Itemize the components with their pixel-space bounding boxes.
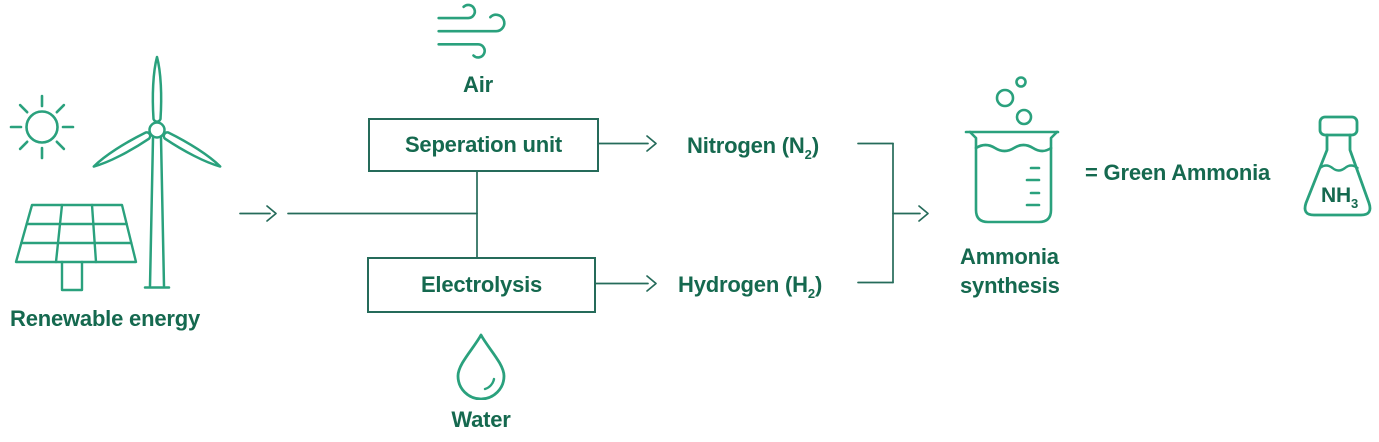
arrow-right-icon-hydrogen	[591, 275, 657, 292]
arrow-right-icon-renewable	[239, 205, 277, 222]
renewable-energy-label: Renewable energy	[10, 306, 200, 331]
turbine-blade	[162, 131, 222, 168]
water-drop-icon	[456, 333, 506, 400]
water-label: Water	[451, 407, 511, 432]
merge-bracket	[857, 142, 894, 284]
separation-unit-box: Seperation unit	[368, 118, 599, 172]
electrolysis-box: Electrolysis	[367, 257, 596, 313]
electrolysis-label: Electrolysis	[420, 272, 543, 297]
liquid-wave	[974, 143, 1053, 153]
flask-lip	[1318, 115, 1359, 137]
measure-ticks	[1025, 166, 1041, 207]
flask-icon	[1303, 115, 1372, 217]
ammonia-synthesis-line2: synthesis	[960, 273, 1060, 298]
hydrogen-close-paren: )	[815, 272, 823, 297]
flask-formula-text: NH	[1321, 184, 1351, 207]
bubbles	[995, 76, 1033, 126]
wind-turbine-icon	[92, 55, 222, 289]
air-label: Air	[463, 72, 493, 97]
green-ammonia-label: = Green Ammonia	[1085, 160, 1271, 185]
flask-outline	[1303, 133, 1372, 217]
nitrogen-close-paren: )	[811, 133, 819, 158]
hydrogen-subscript: 2	[807, 286, 816, 301]
flask-formula-label: NH3	[1321, 183, 1358, 211]
hydrogen-label: Hydrogen (H2)	[678, 272, 822, 301]
nitrogen-label: Nitrogen (N2)	[687, 133, 819, 162]
ammonia-synthesis-line1: Ammonia	[960, 244, 1059, 269]
turbine-blade	[92, 131, 152, 168]
arrow-right-icon-nitrogen	[594, 135, 657, 152]
beaker-icon	[964, 76, 1060, 224]
wind-icon	[437, 3, 506, 59]
sun-icon	[9, 94, 75, 160]
separation-unit-label: Seperation unit	[404, 132, 563, 157]
arrow-right-icon-synthesis	[892, 205, 929, 222]
turbine-blade	[151, 55, 163, 123]
hydrogen-text: Hydrogen (H	[678, 272, 808, 297]
beaker-outline	[968, 130, 1059, 224]
flask-liquid-wave	[1318, 164, 1359, 172]
solar-panel-icon	[14, 203, 138, 292]
nitrogen-text: Nitrogen (N	[687, 133, 805, 158]
nitrogen-subscript: 2	[804, 147, 812, 162]
flask-formula-subscript: 3	[1350, 196, 1359, 211]
ammonia-synthesis-label: Ammonia synthesis	[960, 242, 1060, 300]
